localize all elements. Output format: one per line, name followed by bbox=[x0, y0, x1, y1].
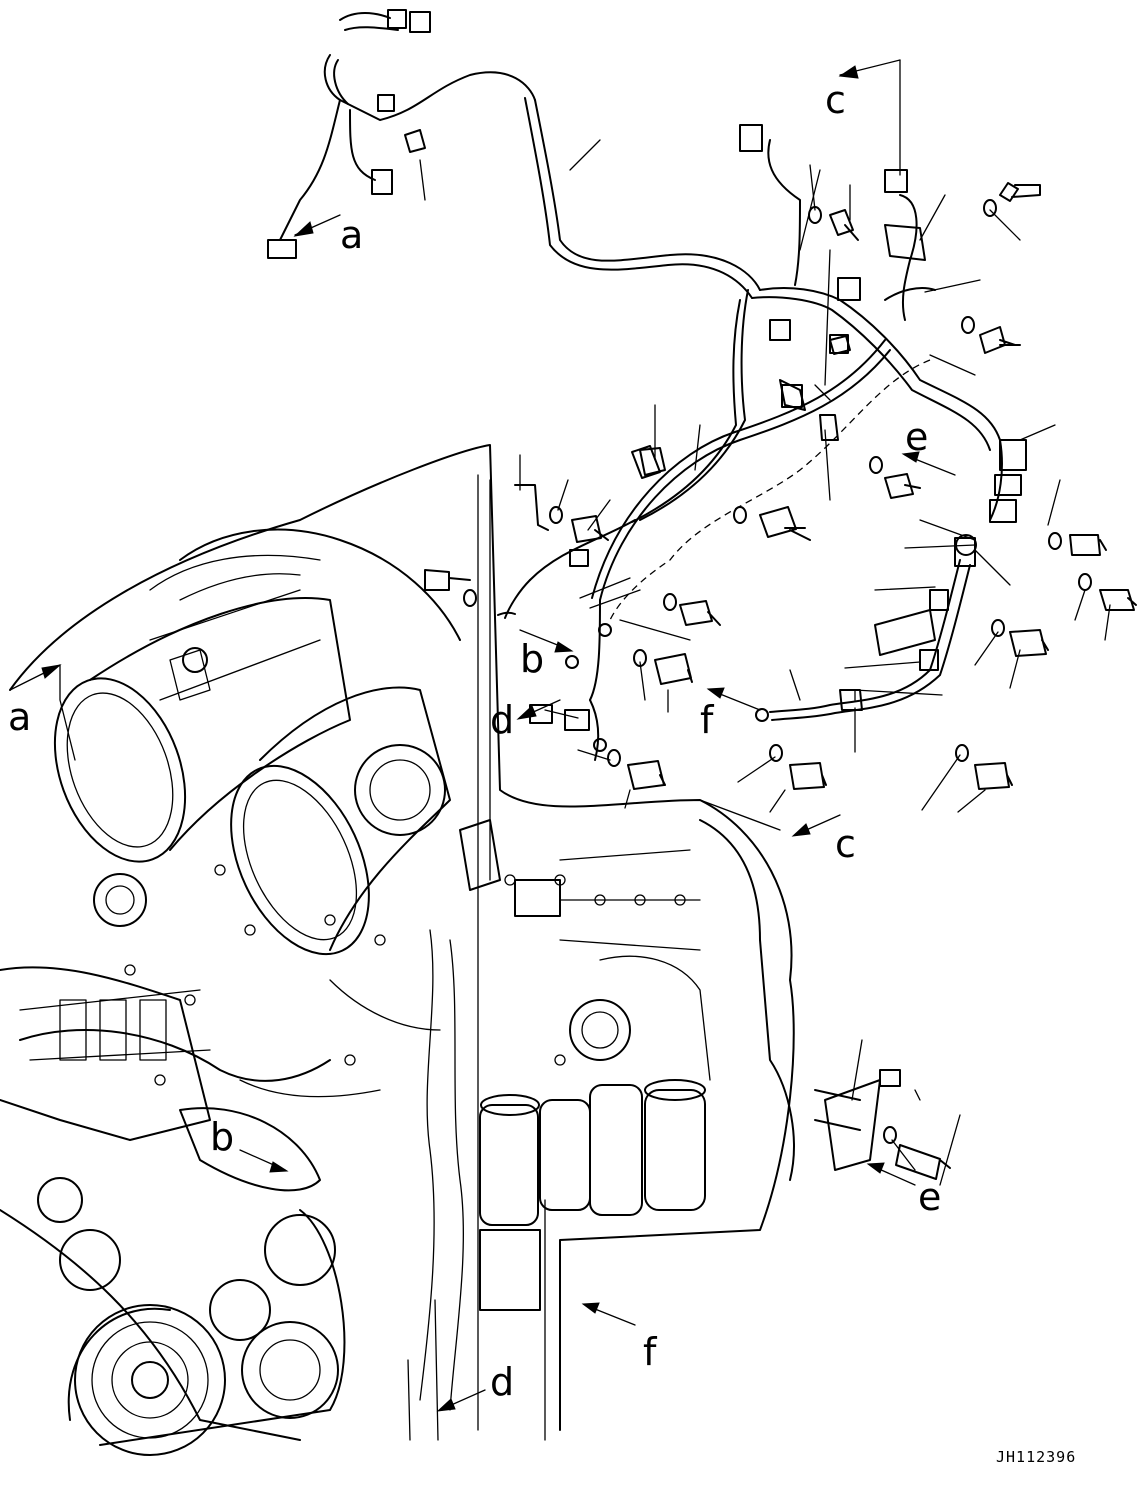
drawing-number: JH112396 bbox=[996, 1448, 1076, 1466]
view-arrows bbox=[9, 59, 956, 1412]
view-label-f-engine: f bbox=[643, 1330, 658, 1374]
view-label-b-engine: b bbox=[210, 1115, 234, 1159]
view-label-c-engine: c bbox=[835, 822, 856, 866]
view-label-a-engine: a bbox=[8, 695, 31, 739]
view-label-e-harness: e bbox=[905, 415, 928, 459]
engine-assembly bbox=[0, 444, 795, 1456]
leader-lines bbox=[59, 59, 1111, 1186]
view-labels: a a b b c c d d e e f f bbox=[8, 78, 941, 1404]
view-label-c-top: c bbox=[825, 78, 846, 122]
view-label-b-harness: b bbox=[520, 637, 544, 681]
view-label-e-bracket: e bbox=[918, 1175, 941, 1219]
view-label-d-harness: d bbox=[490, 698, 514, 742]
view-label-d-engine: d bbox=[490, 1360, 514, 1404]
view-label-f-harness: f bbox=[700, 698, 715, 742]
view-label-a-top: a bbox=[340, 213, 363, 257]
